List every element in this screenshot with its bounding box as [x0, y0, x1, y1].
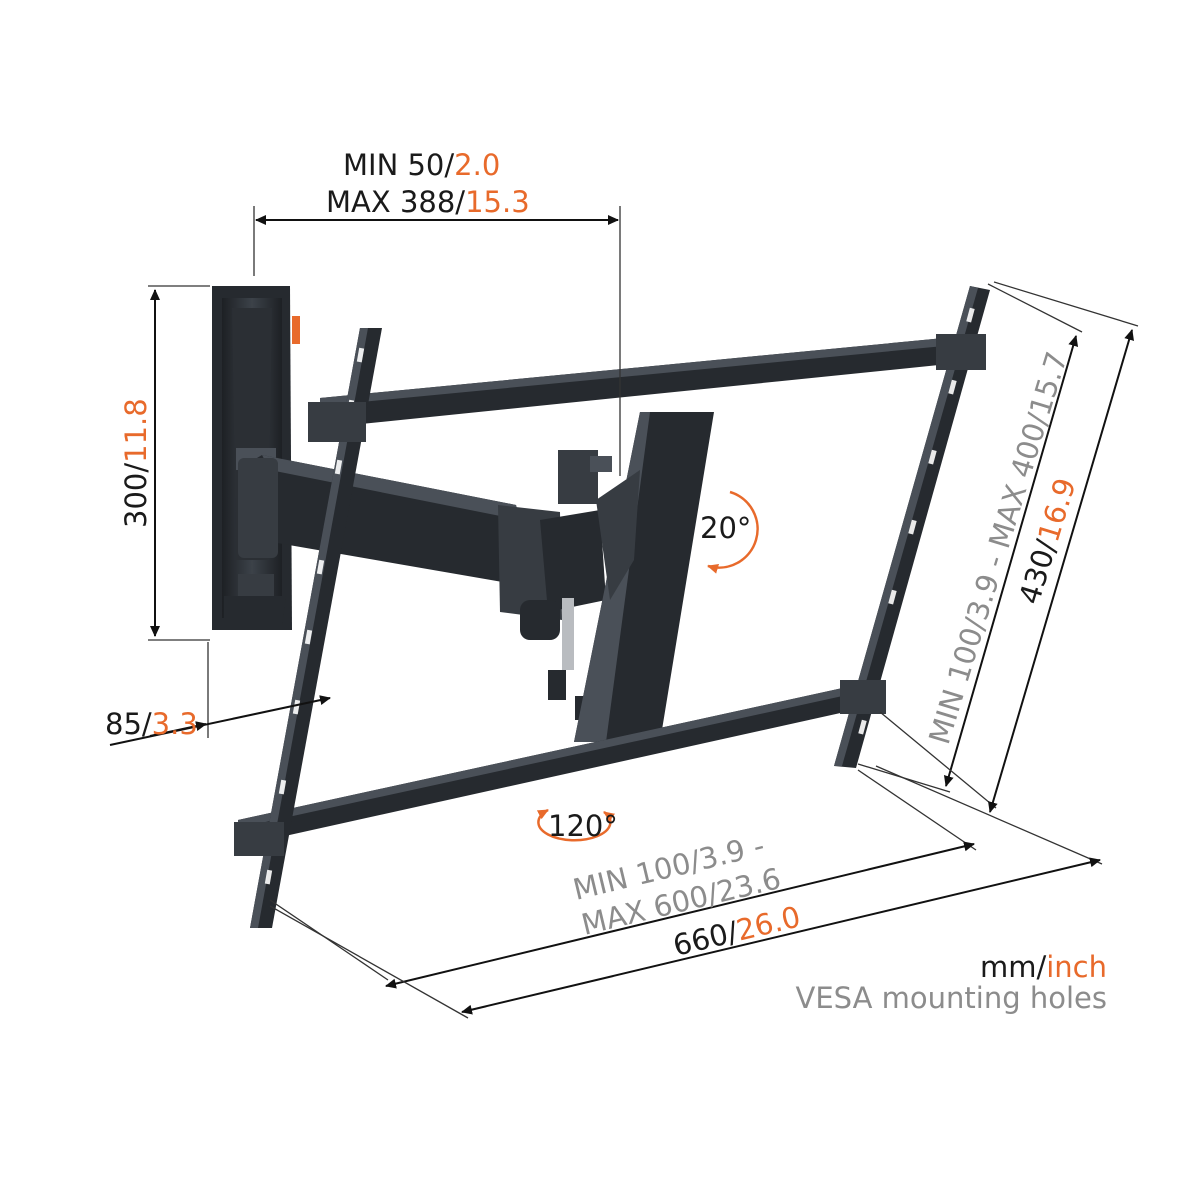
frame-height-in: 16.9 [1031, 474, 1082, 546]
depth-max-in: 15.3 [465, 185, 530, 219]
depth-max-mm: MAX 388/ [326, 185, 465, 219]
legend-vesa-note: VESA mounting holes [796, 981, 1107, 1015]
swivel-angle-label: 120° [548, 809, 618, 843]
units-legend: mm/inch VESA mounting holes [796, 950, 1107, 1015]
dimension-lines [109, 206, 1139, 1019]
plate-height-mm: 300/ [119, 463, 153, 528]
svg-text:mm/inch: mm/inch [980, 950, 1107, 984]
plate-depth-in: 3.3 [152, 707, 198, 741]
depth-min-mm: MIN 50/ [343, 148, 454, 182]
frame-width-in: 26.0 [733, 899, 804, 947]
plate-height-in: 11.8 [119, 398, 153, 463]
tv-rail-frame [234, 286, 990, 928]
tilt-head [574, 412, 714, 742]
plate-depth-label: 85/3.3 [105, 707, 198, 741]
depth-label: MIN 50/2.0 MAX 388/15.3 [326, 148, 530, 219]
arm-elbow [498, 450, 612, 720]
svg-text:MIN 50/2.0: MIN 50/2.0 [343, 148, 500, 182]
vesa-vertical-min: MIN 100/ [922, 614, 992, 748]
tv-bracket-illustration [212, 286, 990, 928]
legend-unit-inch: inch [1046, 950, 1107, 984]
legend-unit-mm: mm/ [980, 950, 1046, 984]
svg-text:MAX 388/15.3: MAX 388/15.3 [326, 185, 530, 219]
svg-text:85/3.3: 85/3.3 [105, 707, 198, 741]
frame-height-mm: 430/ [1012, 536, 1064, 608]
depth-min-in: 2.0 [454, 148, 500, 182]
frame-width-mm: 660/ [670, 914, 741, 962]
svg-text:300/11.8: 300/11.8 [119, 398, 153, 528]
lock-tab-icon [292, 316, 300, 344]
arm-first-segment [238, 455, 520, 585]
vesa-vertical-max-in: 15.7 [1023, 348, 1074, 420]
swivel-rotation-arrow [536, 808, 616, 842]
plate-depth-mm: 85/ [105, 707, 152, 741]
tilt-angle-label: 20° [700, 511, 751, 545]
plate-height-label: 300/11.8 [119, 398, 153, 528]
tilt-rotation-arrow [707, 490, 759, 574]
